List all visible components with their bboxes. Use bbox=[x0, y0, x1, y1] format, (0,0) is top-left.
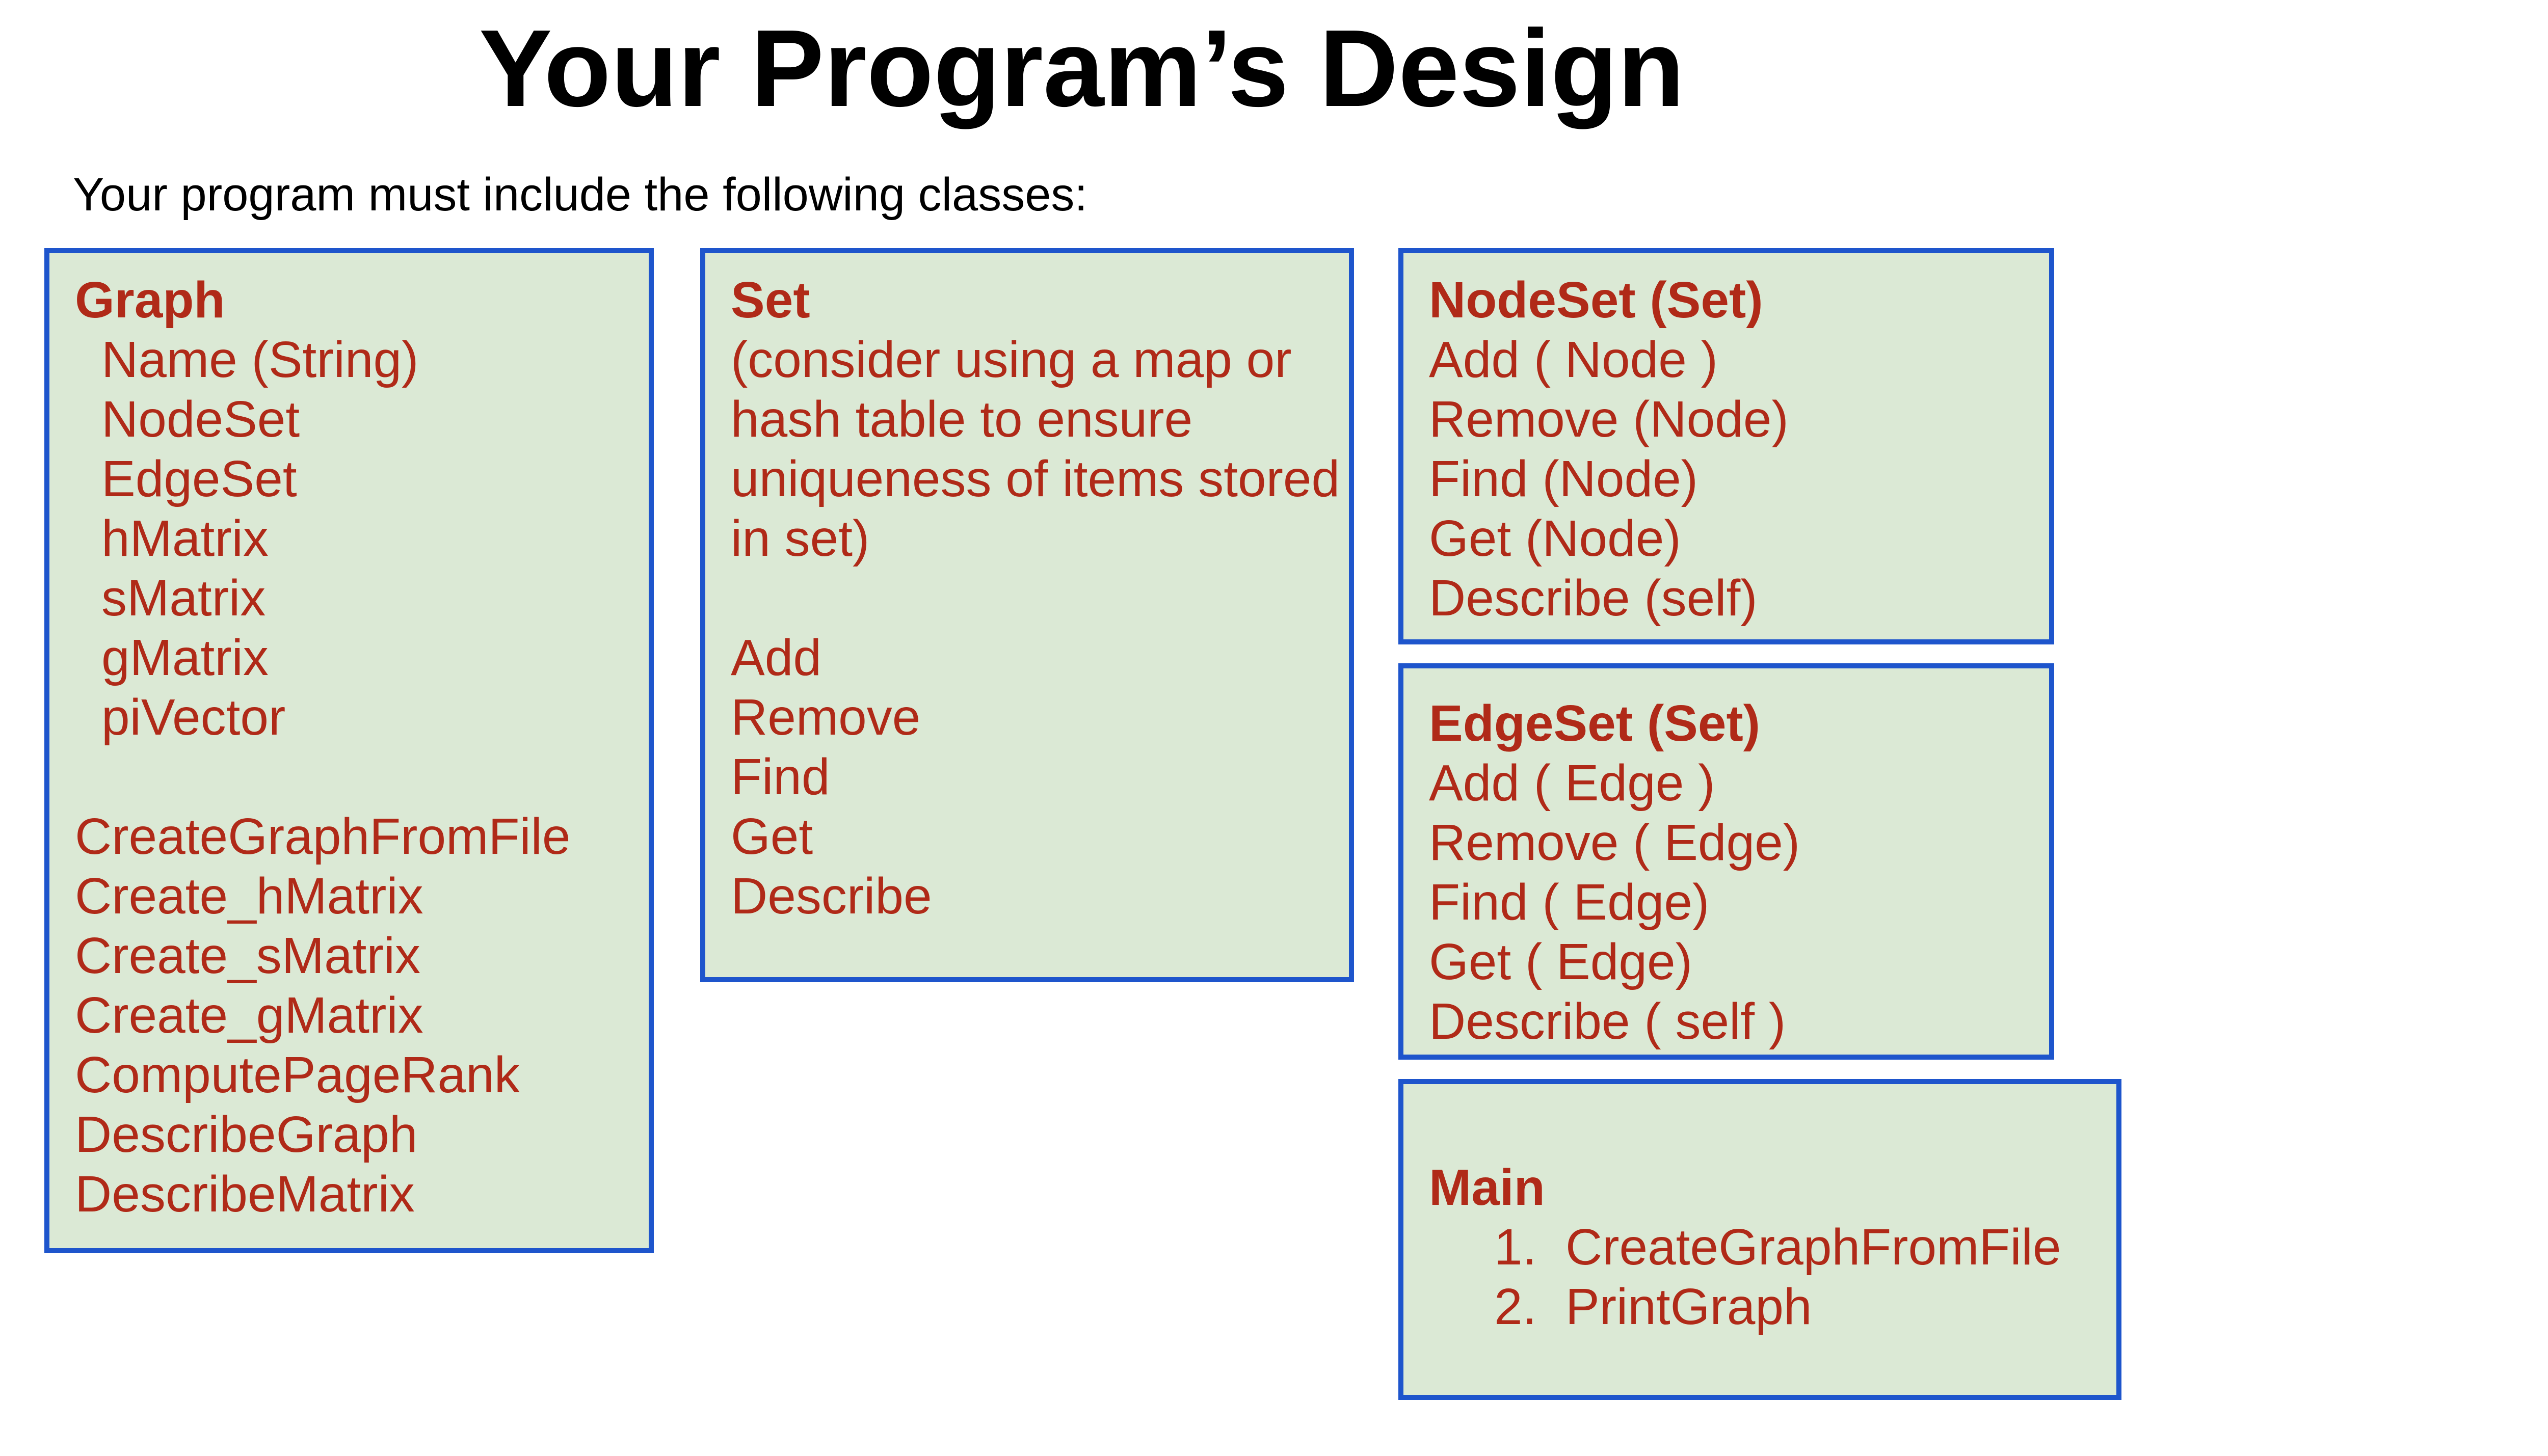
list-item: Get (Node) bbox=[1429, 510, 1681, 567]
class-title-main: Main bbox=[1429, 1159, 1545, 1216]
list-item: Create_sMatrix bbox=[75, 927, 420, 984]
class-box-main: Main 1. CreateGraphFromFile 2. PrintGrap… bbox=[1398, 1079, 2121, 1400]
step-label: CreateGraphFromFile bbox=[1565, 1219, 2061, 1276]
class-box-edgeset-content: EdgeSet (Set) Add ( Edge )Remove ( Edge)… bbox=[1403, 668, 2049, 1051]
class-box-edgeset: EdgeSet (Set) Add ( Edge )Remove ( Edge)… bbox=[1398, 663, 2054, 1060]
list-item: Find ( Edge) bbox=[1429, 874, 1710, 931]
list-item: gMatrix bbox=[101, 629, 269, 686]
edgeset-method-list: Add ( Edge )Remove ( Edge)Find ( Edge)Ge… bbox=[1429, 753, 2039, 1051]
list-item: DescribeMatrix bbox=[75, 1166, 415, 1223]
list-item: Get bbox=[731, 808, 813, 865]
step-label: PrintGraph bbox=[1565, 1278, 1812, 1335]
class-title-graph: Graph bbox=[75, 272, 225, 329]
list-item: sMatrix bbox=[101, 570, 266, 627]
list-item: Describe (self) bbox=[1429, 570, 1758, 627]
list-item: EdgeSet bbox=[101, 450, 297, 507]
step-number: 2. bbox=[1494, 1278, 1537, 1335]
list-item: Create_gMatrix bbox=[75, 987, 423, 1044]
list-item: Remove (Node) bbox=[1429, 391, 1789, 448]
list-item: Get ( Edge) bbox=[1429, 933, 1692, 990]
list-item: hash table to ensure bbox=[731, 391, 1193, 448]
step-number: 1. bbox=[1494, 1219, 1537, 1276]
list-item: 1. CreateGraphFromFile bbox=[1494, 1218, 2106, 1277]
main-step-list: 1. CreateGraphFromFile 2. PrintGraph bbox=[1494, 1218, 2106, 1337]
class-box-main-content: Main 1. CreateGraphFromFile 2. PrintGrap… bbox=[1403, 1084, 2116, 1337]
list-item: 2. PrintGraph bbox=[1494, 1277, 2106, 1337]
list-item: Remove ( Edge) bbox=[1429, 814, 1800, 871]
list-item: hMatrix bbox=[101, 510, 269, 567]
list-item: piVector bbox=[101, 689, 286, 746]
list-item: Add bbox=[731, 629, 821, 686]
blank-line bbox=[731, 569, 1339, 628]
list-item: DescribeGraph bbox=[75, 1106, 418, 1163]
list-item: Add ( Edge ) bbox=[1429, 754, 1715, 812]
list-item: Describe ( self ) bbox=[1429, 993, 1786, 1050]
class-box-nodeset: NodeSet (Set) Add ( Node )Remove (Node)F… bbox=[1398, 248, 2054, 644]
list-item: Find bbox=[731, 748, 830, 805]
list-item: ComputePageRank bbox=[75, 1046, 520, 1103]
list-item: NodeSet bbox=[101, 391, 300, 448]
list-item: in set) bbox=[731, 510, 870, 567]
list-item: Describe bbox=[731, 868, 932, 925]
nodeset-method-list: Add ( Node )Remove (Node)Find (Node)Get … bbox=[1429, 330, 2039, 628]
list-item: Name (String) bbox=[101, 331, 419, 388]
list-item: Find (Node) bbox=[1429, 450, 1698, 507]
class-title-nodeset: NodeSet (Set) bbox=[1429, 272, 1763, 329]
list-item: CreateGraphFromFile bbox=[75, 808, 571, 865]
class-title-edgeset: EdgeSet (Set) bbox=[1429, 695, 1761, 752]
class-box-nodeset-content: NodeSet (Set) Add ( Node )Remove (Node)F… bbox=[1403, 253, 2049, 628]
list-item: (consider using a map or bbox=[731, 331, 1292, 388]
list-item: uniqueness of items stored bbox=[731, 450, 1340, 507]
list-item: Create_hMatrix bbox=[75, 868, 423, 925]
list-item: Remove bbox=[731, 689, 921, 746]
list-item: Add ( Node ) bbox=[1429, 331, 1718, 388]
class-title-set: Set bbox=[731, 272, 810, 329]
slide-subtitle: Your program must include the following … bbox=[73, 169, 1087, 221]
page-title: Your Program’s Design bbox=[479, 7, 1685, 129]
blank-line bbox=[75, 747, 639, 807]
